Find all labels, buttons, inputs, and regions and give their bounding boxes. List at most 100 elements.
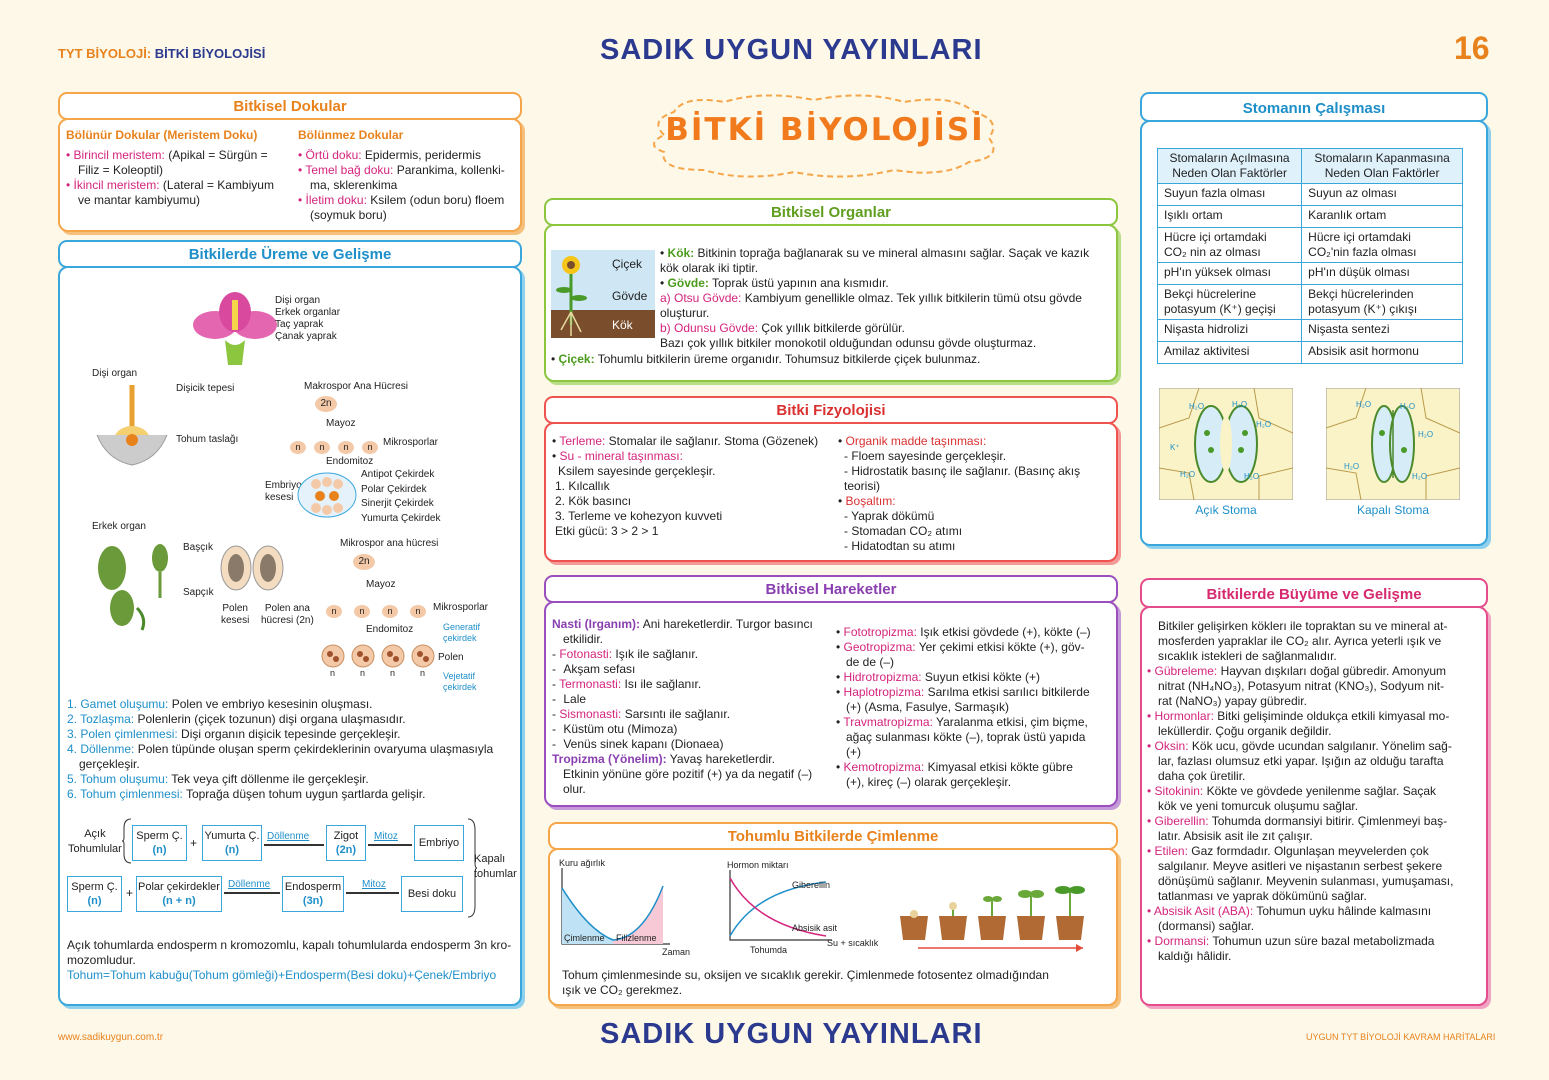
mayoz-label-2: Mayoz (366, 579, 396, 590)
polen-ana-label: Polen ana hücresi (2n) (261, 603, 314, 626)
erkek-organ-label: Erkek organ (92, 521, 146, 532)
g2-ylabel: Hormon miktarı (727, 860, 789, 870)
polen-kesesi-label: Polen kesesi (221, 603, 250, 626)
kapali-tohumlar-label: Kapalı tohumlar (474, 853, 517, 880)
germination-sequence-illustration (900, 886, 1085, 952)
organlar-text: • Kök: Bitkinin toprağa bağlanarak su ve… (660, 246, 1090, 350)
generatif-label: Generatif çekirdek (443, 622, 481, 643)
h2o-label-4: H₂O (1180, 470, 1196, 479)
g2-absisik: Absisik asit (792, 923, 838, 933)
plus-1: + (190, 836, 198, 850)
mikrosporlar-label-2: Mikrosporlar (433, 602, 489, 613)
cimlenme-note: Tohum çimlenmesinde su, oksijen ve sıcak… (562, 968, 1049, 997)
hareketler-panel (544, 601, 1118, 807)
hareketler-right: • Fototropizma: Işık etkisi gövdede (+),… (836, 625, 1091, 789)
dry-weight-graph (561, 868, 670, 945)
fizyoloji-left: • Terleme: Stomalar ile sağlanır. Stoma … (552, 434, 819, 538)
k-label: K⁺ (1170, 443, 1180, 452)
brace-left (122, 818, 132, 864)
pollen-grains-illustration (321, 644, 435, 668)
h2o-label-5: H₂O (1244, 472, 1260, 481)
buyume-panel (1140, 606, 1488, 1006)
arrow-3 (224, 892, 280, 894)
embryo-sac-labels: Antipot Çekirdek Polar Çekirdek Sinerjit… (361, 469, 441, 524)
endomitoz-label-1: Endomitoz (326, 456, 374, 467)
embriyo-box: Embriyo (414, 825, 464, 861)
pistil-illustration (96, 385, 168, 466)
main-title: BİTKİ BİYOLOJİSİ (665, 112, 985, 148)
mitoz-label-1: Mitoz (374, 831, 398, 842)
embryo-sac-illustration (297, 472, 357, 518)
mayoz-label-1: Mayoz (326, 418, 356, 429)
stamen-illustration (98, 544, 168, 631)
g2-xlabel: Su + sıcaklık (827, 938, 879, 948)
ureme-steps: 1. Gamet oluşumu: Polen ve embriyo keses… (67, 697, 494, 801)
zigot-box: Zigot(2n) (326, 825, 366, 861)
hareketler-left: Nasti (Irganım): Ani hareketlerdir. Turg… (552, 617, 813, 796)
dollenme-label-2: Döllenme (228, 879, 271, 890)
h2o-label-3: H₂O (1256, 420, 1272, 429)
acik-stoma-label: Açık Stoma (1195, 503, 1257, 517)
organlar-cicek: • Çiçek: Tohumlu bitkilerin üreme organı… (551, 352, 981, 366)
sperm-box-2: Sperm Ç.(n) (67, 876, 122, 912)
h2o-label-10: H₂O (1412, 472, 1428, 481)
makrospor-cell: 2n (315, 396, 337, 412)
dollenme-label-1: Döllenme (267, 831, 310, 842)
footer-series: UYGUN TYT BİYOLOJİ KAVRAM HARİTALARI (1306, 1032, 1496, 1042)
sperm-box-1: Sperm Ç.(n) (132, 825, 187, 861)
arrow-2 (368, 844, 412, 846)
footer-publisher: SADIK UYGUN YAYINLARI (600, 1018, 983, 1050)
acik-tohumlular-label: Açık Tohumlular (68, 828, 122, 855)
ureme-notes: Açık tohumlarda endosperm n kromozomlu, … (67, 938, 512, 982)
kok-img-label: Kök (612, 318, 633, 332)
arrow-1 (264, 844, 324, 846)
plus-2: + (126, 886, 134, 900)
mikrosporlar-label-1: Mikrosporlar (383, 437, 439, 448)
mitoz-label-2: Mitoz (362, 879, 386, 890)
govde-img-label: Gövde (612, 289, 648, 303)
yumurta-box: Yumurta Ç.(n) (202, 825, 262, 861)
dokular-panel (58, 118, 522, 232)
tohum-taslagi-label: Tohum taslağı (176, 434, 239, 445)
vejetatif-label: Vejetatif çekirdek (443, 671, 477, 692)
dokular-col2: Bölünmez Dokular • Örtü doku: Epidermis,… (298, 128, 505, 222)
fizyoloji-right: • Organik madde taşınması: - Floem sayes… (838, 434, 1081, 553)
h2o-label-6: H₂O (1356, 400, 1372, 409)
g1-ylabel: Kuru ağırlık (559, 858, 606, 868)
mikrospor-cell: 2n (353, 554, 375, 570)
flower-labels: Dişi organ Erkek organlar Taç yaprak Çan… (275, 295, 341, 342)
brace-right (467, 818, 477, 918)
hareketler-title: Bitkisel Hareketler (544, 575, 1118, 603)
flower-illustration (193, 292, 277, 365)
organlar-title: Bitkisel Organlar (544, 198, 1118, 226)
h2o-label-7: H₂O (1400, 402, 1416, 411)
h2o-label-2: H₂O (1232, 400, 1248, 409)
footer-website[interactable]: www.sadikuygun.com.tr (58, 1032, 164, 1043)
besi-doku-box: Besi doku (401, 876, 463, 912)
header-subject: TYT BİYOLOJİ: BİTKİ BİYOLOJİSİ (58, 46, 266, 61)
embriyo-kesesi-label: Embriyo kesesi (265, 480, 302, 503)
main-title-cloud (653, 94, 995, 178)
polar-box: Polar çekirdekler(n + n) (136, 876, 222, 912)
bascik-label: Başçık (183, 542, 214, 553)
disi-organ-label: Dişi organ (92, 368, 138, 379)
plant-illustration (551, 250, 655, 338)
cicek-img-label: Çiçek (612, 257, 643, 271)
g1-phase1: Çimlenme (564, 933, 605, 943)
header-publisher: SADIK UYGUN YAYINLARI (600, 34, 983, 66)
sapcik-label: Sapçık (183, 587, 214, 598)
closed-stoma-illustration (1326, 388, 1460, 500)
stoma-title: Stomanın Çalışması (1140, 92, 1488, 122)
buyume-text: Bitkiler gelişirken köklerı ile toprakta… (1147, 619, 1454, 963)
dokular-title: Bitkisel Dokular (58, 92, 522, 120)
open-stoma-illustration (1159, 388, 1293, 500)
polen-label: Polen (438, 652, 464, 663)
buyume-title: Bitkilerde Büyüme ve Gelişme (1140, 578, 1488, 608)
endomitoz-label-2: Endomitoz (366, 624, 414, 635)
hormone-graph (729, 870, 832, 941)
g2-xsub: Tohumda (750, 945, 788, 955)
